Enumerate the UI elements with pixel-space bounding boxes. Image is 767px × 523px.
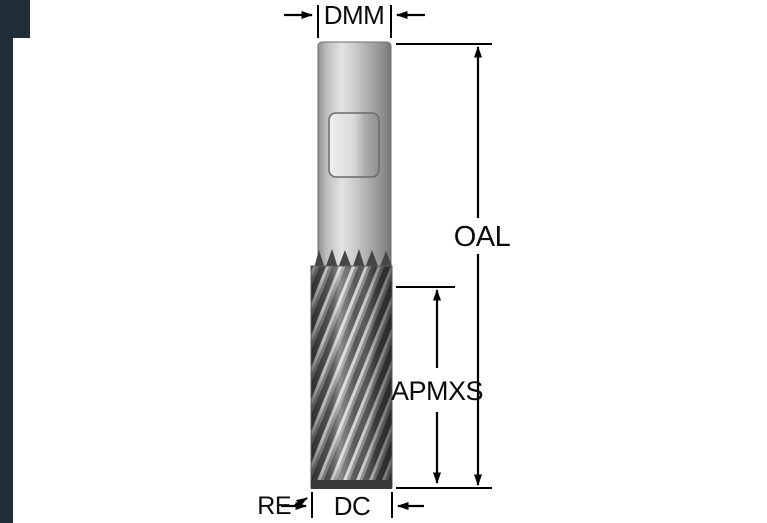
dim-oal: OAL bbox=[396, 43, 511, 489]
dim-label-re: RE bbox=[257, 492, 291, 520]
weldon-flat bbox=[328, 112, 380, 178]
dim-re: RE bbox=[257, 492, 308, 520]
dim-label-dc: DC bbox=[334, 491, 371, 521]
dim-label-oal: OAL bbox=[454, 221, 511, 253]
page-edge-corner-block bbox=[0, 0, 30, 38]
flute-section-shading bbox=[310, 265, 393, 489]
dim-label-dmm: DMM bbox=[324, 0, 385, 30]
page-edge-bar-left bbox=[0, 0, 13, 523]
dim-dmm: DMM bbox=[284, 0, 425, 38]
dim-apmxs: APMXS bbox=[391, 286, 484, 484]
cutting-end-edge bbox=[311, 480, 392, 489]
dim-dc: DC bbox=[281, 491, 424, 521]
dim-label-apmxs: APMXS bbox=[391, 376, 483, 406]
end-mill-tool bbox=[310, 41, 393, 489]
